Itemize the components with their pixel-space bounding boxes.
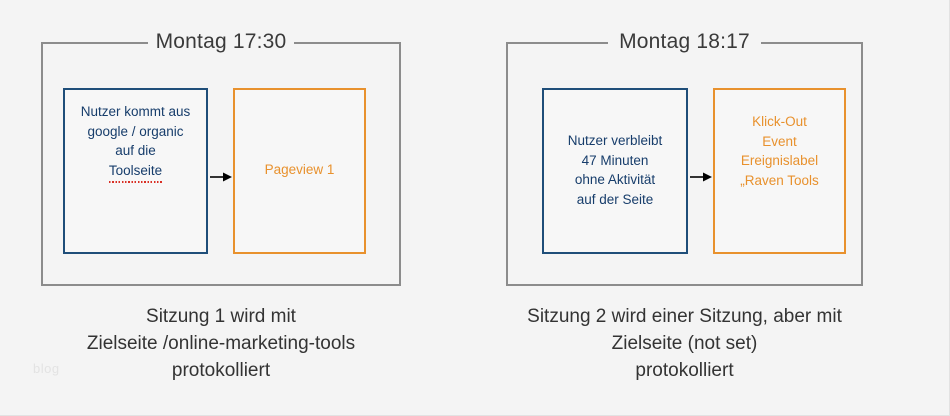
source-node-2-line2: 47 Minuten	[581, 152, 649, 168]
session-frame-2	[506, 41, 863, 286]
flow-arrow-2	[690, 171, 713, 183]
source-node-2-line4: auf der Seite	[576, 191, 654, 207]
source-node-1-line4: Toolseite	[108, 161, 163, 183]
session-caption-2: Sitzung 2 wird einer Sitzung, aber mit Z…	[527, 306, 842, 381]
source-node-1-line1: Nutzer kommt aus	[80, 104, 191, 119]
target-node-1: Pageview 1	[233, 88, 366, 254]
session-title-2: Montag 18:17	[619, 30, 750, 53]
target-node-2-text: Klick-Out Event Ereignislabel „Raven Too…	[734, 112, 825, 190]
target-node-2-line4: „Raven Tools	[740, 172, 819, 188]
flow-arrow-1	[210, 171, 233, 183]
target-node-1-text: Pageview 1	[259, 160, 341, 180]
source-node-2-line1: Nutzer verbleibt	[567, 133, 663, 148]
session-flow-2: Nutzer verbleibt 47 Minuten ohne Aktivit…	[506, 88, 863, 254]
source-node-1-text: Nutzer kommt aus google / organic auf di…	[75, 102, 197, 183]
source-node-2-text: Nutzer verbleibt 47 Minuten ohne Aktivit…	[562, 131, 669, 209]
source-node-1-line2: google / organic	[87, 123, 184, 139]
frame-title-notch-2	[608, 41, 761, 47]
target-node-2-line3: Ereignislabel	[740, 153, 819, 168]
blog-watermark: blog	[33, 361, 60, 376]
source-node-2: Nutzer verbleibt 47 Minuten ohne Aktivit…	[542, 88, 688, 254]
target-node-2-line1: Klick-Out	[752, 114, 807, 129]
frame-title-notch-1	[148, 41, 294, 47]
source-node-2-line3: ohne Aktivität	[574, 172, 656, 187]
session-caption-1: Sitzung 1 wird mit Zielseite /online-mar…	[86, 306, 356, 381]
source-node-1-line3: auf die	[115, 143, 156, 158]
source-node-1: Nutzer kommt aus google / organic auf di…	[63, 88, 208, 254]
target-node-2: Klick-Out Event Ereignislabel „Raven Too…	[713, 88, 846, 254]
session-flow-1: Nutzer kommt aus google / organic auf di…	[41, 88, 401, 254]
target-node-2-line2: Event	[762, 133, 797, 149]
session-frame-1	[41, 41, 401, 286]
session-title-1: Montag 17:30	[155, 30, 287, 53]
target-node-1-line1: Pageview 1	[264, 162, 335, 178]
